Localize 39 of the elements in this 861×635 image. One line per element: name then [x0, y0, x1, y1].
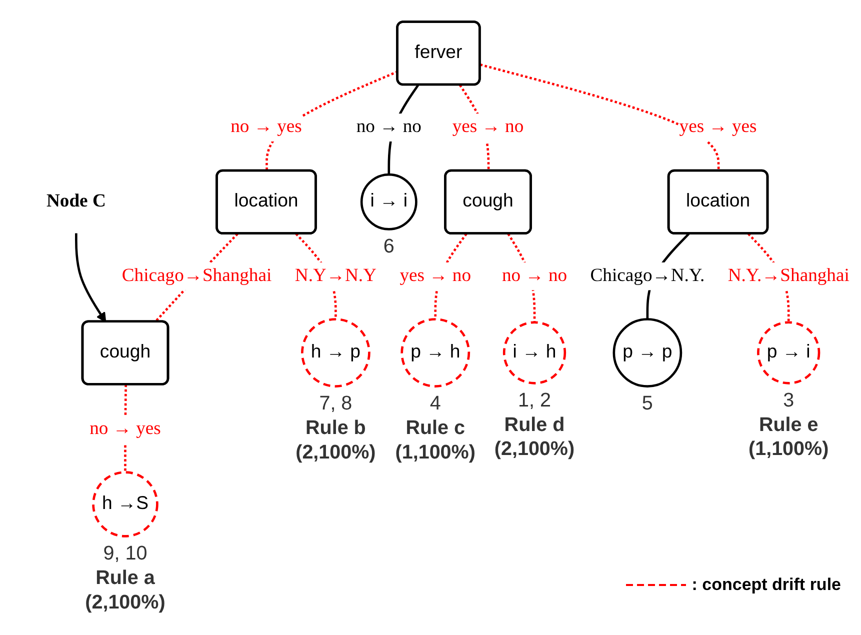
rule-label: (2,100%) — [296, 441, 376, 464]
rule-label: Rule c — [406, 416, 465, 439]
node-circle: p → i — [757, 321, 820, 384]
edge-label: no → yes — [90, 418, 161, 439]
rule-label: (2,100%) — [494, 438, 575, 460]
rule-label: (1,100%) — [748, 438, 829, 460]
rule-label: Rule b — [306, 416, 366, 439]
edge-label: no → no — [502, 266, 568, 286]
node-circle: h → p — [301, 318, 370, 388]
case-numbers: 4 — [430, 392, 441, 415]
node-circle: i → i — [360, 173, 418, 230]
legend-text: : concept drift rule — [692, 575, 841, 595]
edge-label: no → no — [356, 117, 422, 137]
case-numbers: 1, 2 — [518, 389, 551, 412]
case-numbers: 5 — [642, 392, 653, 415]
edge-label: Chicago→N.Y. — [590, 266, 705, 286]
rule-label: Rule d — [504, 414, 565, 436]
case-numbers: 9, 10 — [103, 542, 148, 564]
case-numbers: 6 — [383, 235, 394, 258]
edge-label: N.Y→N.Y — [294, 266, 376, 286]
edge-label: N.Y.→Shanghai — [728, 266, 850, 286]
rule-label: Rule a — [96, 566, 155, 589]
connector — [480, 64, 720, 172]
arrow — [75, 233, 106, 322]
edge-label: yes → no — [400, 266, 472, 286]
node-circle: h →S — [92, 471, 158, 538]
node-text: Node C — [46, 191, 106, 212]
case-numbers: 7, 8 — [319, 392, 352, 415]
case-numbers: 3 — [783, 389, 794, 412]
edge-label: yes → no — [452, 117, 524, 137]
edge-label: Chicago→Shanghai — [122, 266, 272, 286]
edge-label: yes → yes — [679, 117, 757, 137]
rule-label: (1,100%) — [395, 441, 476, 464]
rule-label: Rule e — [758, 414, 818, 436]
node-circle: p → h — [400, 318, 470, 388]
rule-label: (2,100%) — [85, 591, 166, 614]
edge-label: no → yes — [230, 117, 302, 137]
node-circle: i → h — [502, 321, 566, 384]
node-circle: p → p — [612, 318, 682, 388]
